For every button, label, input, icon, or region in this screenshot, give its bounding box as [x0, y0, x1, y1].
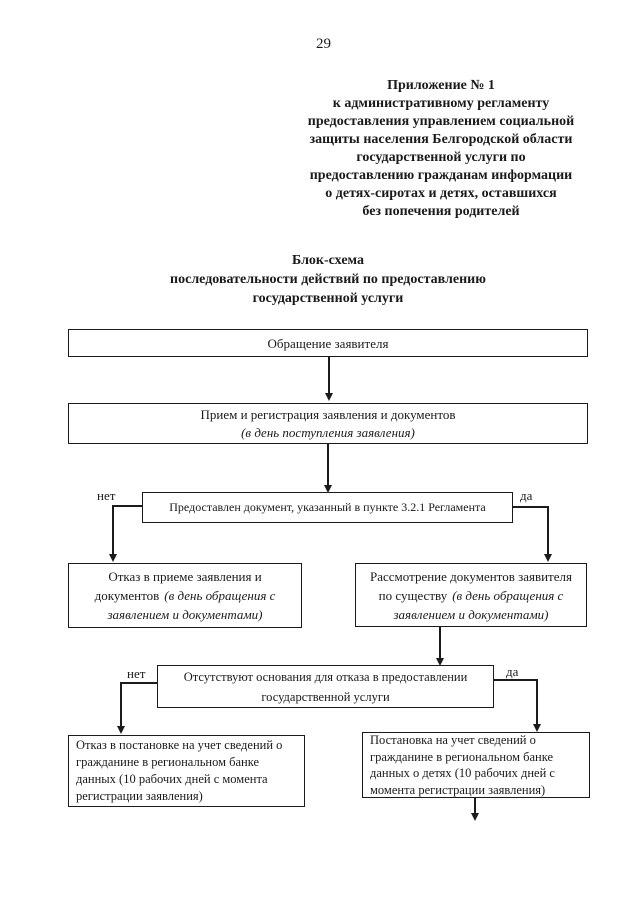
connector-line — [328, 357, 330, 393]
arrow-down-icon — [109, 554, 117, 562]
flow-box-registration-label: Прием и регистрация заявления и документ… — [200, 406, 456, 422]
arrow-down-icon — [325, 393, 333, 401]
connector-line — [547, 506, 549, 554]
branch-label-no: нет — [97, 488, 116, 503]
flow-box-consideration-note: (в день обращения с заявлением и докумен… — [393, 587, 564, 622]
flow-box-grounds-check-label: Отсутствуют основания для отказа в предо… — [183, 669, 468, 704]
arrow-down-icon — [436, 658, 444, 666]
connector-line — [327, 444, 329, 485]
flow-box-registration-note: (в день поступления заявления) — [241, 424, 415, 440]
flow-box-registration: Прием и регистрация заявления и документ… — [68, 403, 588, 444]
connector-line — [112, 505, 143, 507]
connector-line — [513, 506, 549, 508]
arrow-down-icon — [533, 724, 541, 732]
connector-line — [474, 798, 476, 813]
arrow-down-icon — [471, 813, 479, 821]
flow-box-refuse-acceptance-note: (в день обращения с заявлением и докумен… — [107, 588, 276, 622]
flow-box-application-label: Обращение заявителя — [267, 335, 389, 351]
flow-box-consideration: Рассмотрение документов заявителя по сущ… — [355, 563, 587, 627]
flow-box-application: Обращение заявителя — [68, 329, 588, 357]
page-number: 29 — [316, 36, 331, 52]
connector-line — [536, 679, 538, 724]
flow-box-document-check-label: Предоставлен документ, указанный в пункт… — [169, 500, 486, 514]
flow-box-register-databank: Постановка на учет сведений о гражданине… — [362, 732, 590, 798]
arrow-down-icon — [324, 485, 332, 493]
branch-label-yes: да — [506, 664, 519, 679]
flow-box-register-databank-label: Постановка на учет сведений о гражданине… — [370, 733, 555, 797]
flow-box-consideration-label: Рассмотрение документов заявителя по сущ… — [370, 568, 572, 603]
flow-box-grounds-check: Отсутствуют основания для отказа в предо… — [157, 665, 494, 708]
flow-box-refuse-acceptance: Отказ в приеме заявления и документов(в … — [68, 563, 302, 628]
branch-label-yes: да — [520, 488, 533, 503]
connector-line — [120, 682, 157, 684]
appendix-header: Приложение № 1 к административному регла… — [307, 78, 575, 219]
connector-line — [112, 505, 114, 554]
connector-line — [439, 627, 441, 658]
page-title: Блок-схема последовательности действий п… — [170, 253, 486, 306]
flow-box-refuse-registration-label: Отказ в постановке на учет сведений о гр… — [76, 738, 283, 803]
arrow-down-icon — [117, 726, 125, 734]
arrow-down-icon — [544, 554, 552, 562]
flow-box-refuse-acceptance-label: Отказ в приеме заявления и документов — [94, 569, 262, 603]
connector-line — [494, 679, 538, 681]
connector-line — [120, 682, 122, 726]
flow-box-refuse-registration: Отказ в постановке на учет сведений о гр… — [68, 735, 305, 807]
branch-label-no: нет — [127, 666, 146, 681]
flow-box-document-check: Предоставлен документ, указанный в пункт… — [142, 492, 513, 523]
